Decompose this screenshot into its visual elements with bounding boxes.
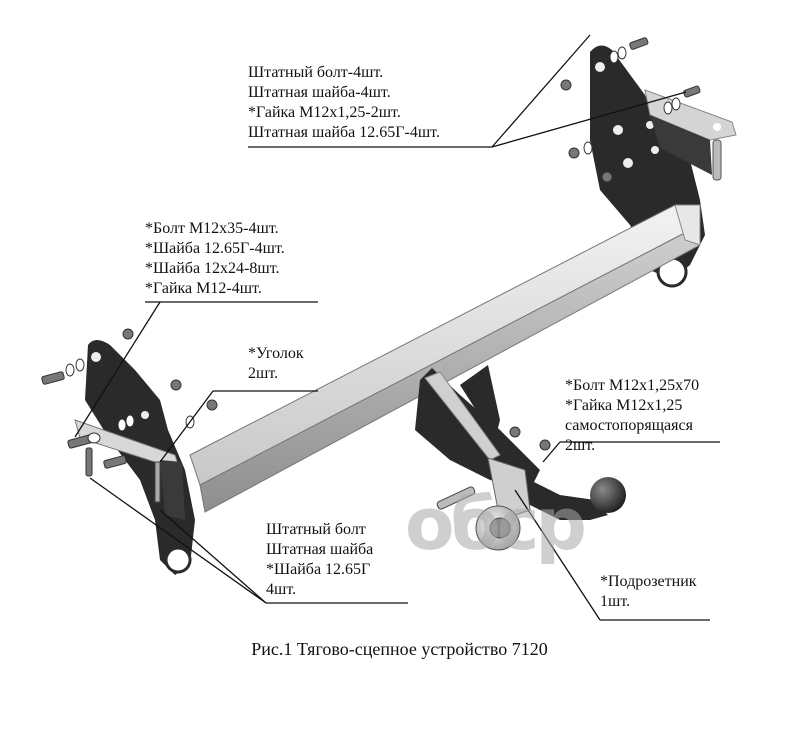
callout-line: 4шт. bbox=[266, 581, 297, 598]
callout-left-fasteners: *Болт М12х35-4шт. *Шайба 12.65Г-4шт. *Ша… bbox=[145, 219, 285, 299]
callout-line: *Гайка М12х1,25-2шт. bbox=[248, 104, 401, 121]
leader-lines bbox=[74, 34, 720, 621]
callout-line: *Болт М12х35-4шт. bbox=[145, 220, 279, 237]
callout-line: Штатная шайба bbox=[266, 541, 374, 558]
callout-line: *Подрозетник bbox=[600, 573, 697, 590]
callout-drawbar-fasteners: *Болт М12х1,25х70 *Гайка М12х1,25 самост… bbox=[565, 376, 699, 456]
callout-line: 2шт. bbox=[248, 365, 279, 382]
callout-line: *Болт М12х1,25х70 bbox=[565, 377, 700, 394]
callout-line: самостопорящаяся bbox=[565, 417, 693, 434]
socket-bracket bbox=[436, 426, 551, 551]
callout-angle: *Уголок 2шт. bbox=[248, 344, 304, 384]
callout-line: Штатная шайба-4шт. bbox=[248, 84, 391, 101]
tow-ball bbox=[510, 470, 626, 520]
left-fasteners bbox=[41, 328, 218, 477]
callout-line: Штатная шайба 12.65Г-4шт. bbox=[248, 124, 440, 141]
callout-line: *Шайба 12.65Г-4шт. bbox=[145, 240, 285, 257]
callout-line: 1шт. bbox=[600, 593, 631, 610]
figure-caption: Рис.1 Тягово-сцепное устройство 7120 bbox=[251, 639, 548, 659]
right-fasteners bbox=[560, 37, 701, 183]
drawbar-bracket bbox=[415, 365, 540, 490]
callout-line: *Гайка М12-4шт. bbox=[145, 280, 262, 297]
callout-line: Штатный болт bbox=[266, 521, 366, 538]
callout-line: 2шт. bbox=[565, 437, 596, 454]
callout-line: *Шайба 12.65Г bbox=[266, 561, 371, 578]
main-crossbeam bbox=[189, 204, 701, 513]
callout-line: *Шайба 12х24-8шт. bbox=[145, 260, 280, 277]
callout-line: Штатный болт-4шт. bbox=[248, 64, 384, 81]
callout-line: *Гайка М12х1,25 bbox=[565, 397, 683, 414]
callout-standard-bolts: Штатный болт-4шт. Штатная шайба-4шт. *Га… bbox=[248, 63, 440, 143]
callout-standard-washers: Штатный болт Штатная шайба *Шайба 12.65Г… bbox=[266, 520, 373, 600]
callout-line: *Уголок bbox=[248, 345, 304, 362]
watermark: oбcp bbox=[405, 482, 587, 566]
callout-socket-bracket: *Подрозетник 1шт. bbox=[600, 572, 697, 612]
